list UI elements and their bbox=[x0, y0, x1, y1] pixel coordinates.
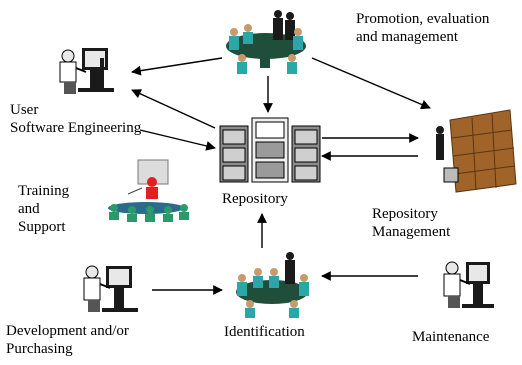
label-user-line1: User bbox=[10, 102, 39, 118]
label-repository: Repository bbox=[222, 190, 288, 208]
label-maintenance: Maintenance bbox=[412, 328, 489, 346]
workstation-user-icon bbox=[59, 48, 114, 94]
label-maintenance-text: Maintenance bbox=[412, 329, 490, 345]
label-repository-management-line2: Management bbox=[372, 224, 451, 240]
label-development: Development and/or Purchasing bbox=[6, 322, 129, 358]
label-repository-management-line1: Repository bbox=[372, 206, 438, 222]
label-repository-text: Repository bbox=[222, 191, 288, 207]
label-user-line2: Software Engineering bbox=[10, 120, 142, 136]
label-promotion: Promotion, evaluation and management bbox=[356, 10, 489, 46]
label-training-line1: Training bbox=[18, 183, 70, 199]
label-development-line2: Purchasing bbox=[6, 341, 73, 357]
label-identification: Identification bbox=[224, 323, 305, 341]
label-repository-management: Repository Management bbox=[372, 205, 450, 241]
arrow-meeting-to-management bbox=[311, 57, 431, 110]
meeting-table-icon bbox=[236, 252, 309, 318]
label-training: Training and Support bbox=[18, 182, 69, 236]
arrow-user-to-repository bbox=[139, 129, 216, 151]
label-promotion-line1: Promotion, evaluation bbox=[356, 11, 490, 27]
workstation-user-icon bbox=[83, 265, 138, 312]
arrows bbox=[131, 57, 431, 295]
arrow-meeting-to-user bbox=[131, 57, 223, 76]
training-presentation-icon bbox=[108, 159, 189, 222]
label-identification-text: Identification bbox=[224, 324, 305, 340]
arrow-repository-to-user bbox=[131, 89, 216, 129]
label-promotion-line2: and management bbox=[356, 29, 459, 45]
storage-shelves-icon bbox=[436, 109, 517, 193]
label-development-line1: Development and/or bbox=[6, 323, 129, 339]
label-user: User Software Engineering bbox=[10, 101, 141, 137]
label-training-line2: and bbox=[18, 201, 40, 217]
meeting-table-icon bbox=[226, 10, 306, 74]
workstation-user-icon bbox=[443, 261, 494, 308]
file-cabinet-icon bbox=[219, 117, 321, 183]
label-training-line3: Support bbox=[18, 219, 66, 235]
